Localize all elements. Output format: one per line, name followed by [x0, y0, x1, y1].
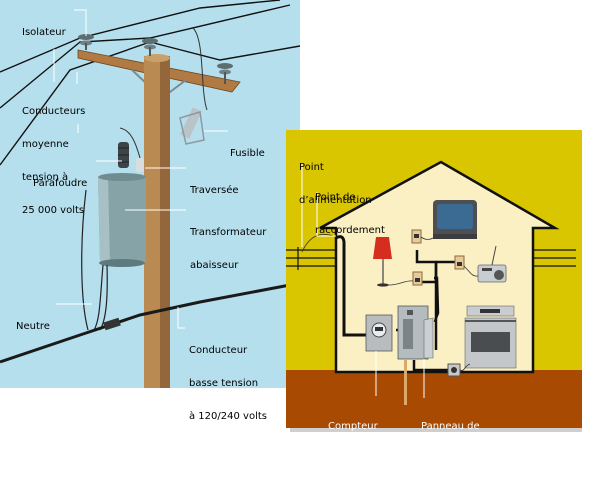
diagram-canvas: [0, 0, 604, 432]
label-line: raccordement: [315, 225, 385, 236]
label-isolateur-text: Isolateur: [22, 27, 66, 38]
label-line: Panneau de: [421, 421, 480, 432]
lamp: [373, 237, 414, 287]
outlet-tv: [411, 229, 422, 244]
label-line: à 120/240 volts: [189, 411, 267, 422]
label-line: tension à: [22, 172, 69, 183]
pole-top: [144, 54, 170, 62]
service-lines-right: [533, 249, 576, 267]
leader-conducteur-bt: [177, 307, 185, 329]
label-line: abaisseur: [190, 260, 239, 271]
label-traversee-text: Traversée: [190, 185, 239, 196]
scene-shadow: [290, 428, 582, 432]
lightning-arrester: [118, 142, 129, 168]
mv-wire-2: [0, 4, 291, 109]
label-compteur-text: Compteur: [328, 421, 378, 432]
bushing: [136, 158, 144, 172]
label-transformateur-abaisseur: Transformateur abaisseur: [190, 205, 266, 293]
label-panneau-distribution: Panneau de distribution: [421, 399, 480, 487]
insulator-1: [78, 34, 94, 50]
label-traversee: Traversée: [190, 163, 239, 218]
radio: [463, 245, 507, 283]
television: [420, 200, 477, 240]
label-parafoudre: Parafoudre: [33, 156, 87, 211]
fuse-cutout: [179, 27, 208, 145]
electricity-distribution-diagram: Isolateur Conducteurs moyenne tension à …: [0, 0, 604, 432]
leader-point-raccordement: [316, 192, 336, 237]
distribution-panel: [397, 305, 434, 360]
pole-leader-lines: [53, 9, 228, 329]
label-compteur: Compteur: [328, 399, 378, 454]
mv-wire-1: [0, 0, 281, 73]
mv-wire-4: [149, 41, 301, 61]
ground: [286, 370, 582, 428]
label-line: Conducteur: [189, 345, 248, 356]
label-point-alimentation: Point d’alimentation: [299, 140, 372, 228]
label-line: moyenne: [22, 139, 69, 150]
label-isolateur: Isolateur: [22, 5, 66, 60]
label-conducteurs-moyenne-tension: Conducteurs moyenne tension à 25 000 vol…: [22, 84, 85, 238]
label-parafoudre-text: Parafoudre: [33, 178, 88, 189]
house-leader-lines: [301, 163, 425, 398]
connector-clamp: [103, 317, 121, 331]
outlet-lamp: [412, 271, 423, 286]
outlet-radio: [454, 255, 465, 270]
service-entrance-cable: [335, 235, 366, 337]
step-down-transformer: [98, 173, 146, 267]
utility-pole-shade: [160, 56, 170, 388]
sky-background-right: [290, 0, 604, 130]
label-neutre-text: Neutre: [16, 321, 50, 332]
label-point-raccordement: Point de raccordement: [315, 170, 385, 258]
insulator-2: [142, 38, 158, 56]
mv-wire-3: [0, 41, 151, 166]
electric-stove: [459, 305, 517, 371]
label-line: basse tension: [189, 378, 259, 389]
label-line: Transformateur: [190, 227, 267, 238]
label-line: distribution: [421, 454, 478, 465]
label-line: Conducteurs: [22, 106, 86, 117]
outlet-stove: [447, 363, 461, 377]
ground-rod: [404, 359, 407, 405]
label-neutre: Neutre: [16, 299, 50, 354]
label-fusible-text: Fusible: [230, 148, 265, 159]
label-fusible: Fusible: [230, 126, 265, 181]
service-drop-wire: [301, 234, 335, 253]
leader-isolateur: [74, 9, 87, 36]
insulator-3: [217, 63, 233, 84]
low-voltage-conductor: [0, 283, 291, 364]
electric-meter: [365, 314, 393, 352]
label-line: d’alimentation: [299, 195, 372, 206]
label-line: Point de: [315, 192, 356, 203]
label-line: 25 000 volts: [22, 205, 85, 216]
medium-voltage-conductors: [0, 0, 301, 166]
label-conducteur-basse-tension: Conducteur basse tension à 120/240 volts: [189, 323, 267, 444]
label-line: Point: [299, 162, 324, 173]
